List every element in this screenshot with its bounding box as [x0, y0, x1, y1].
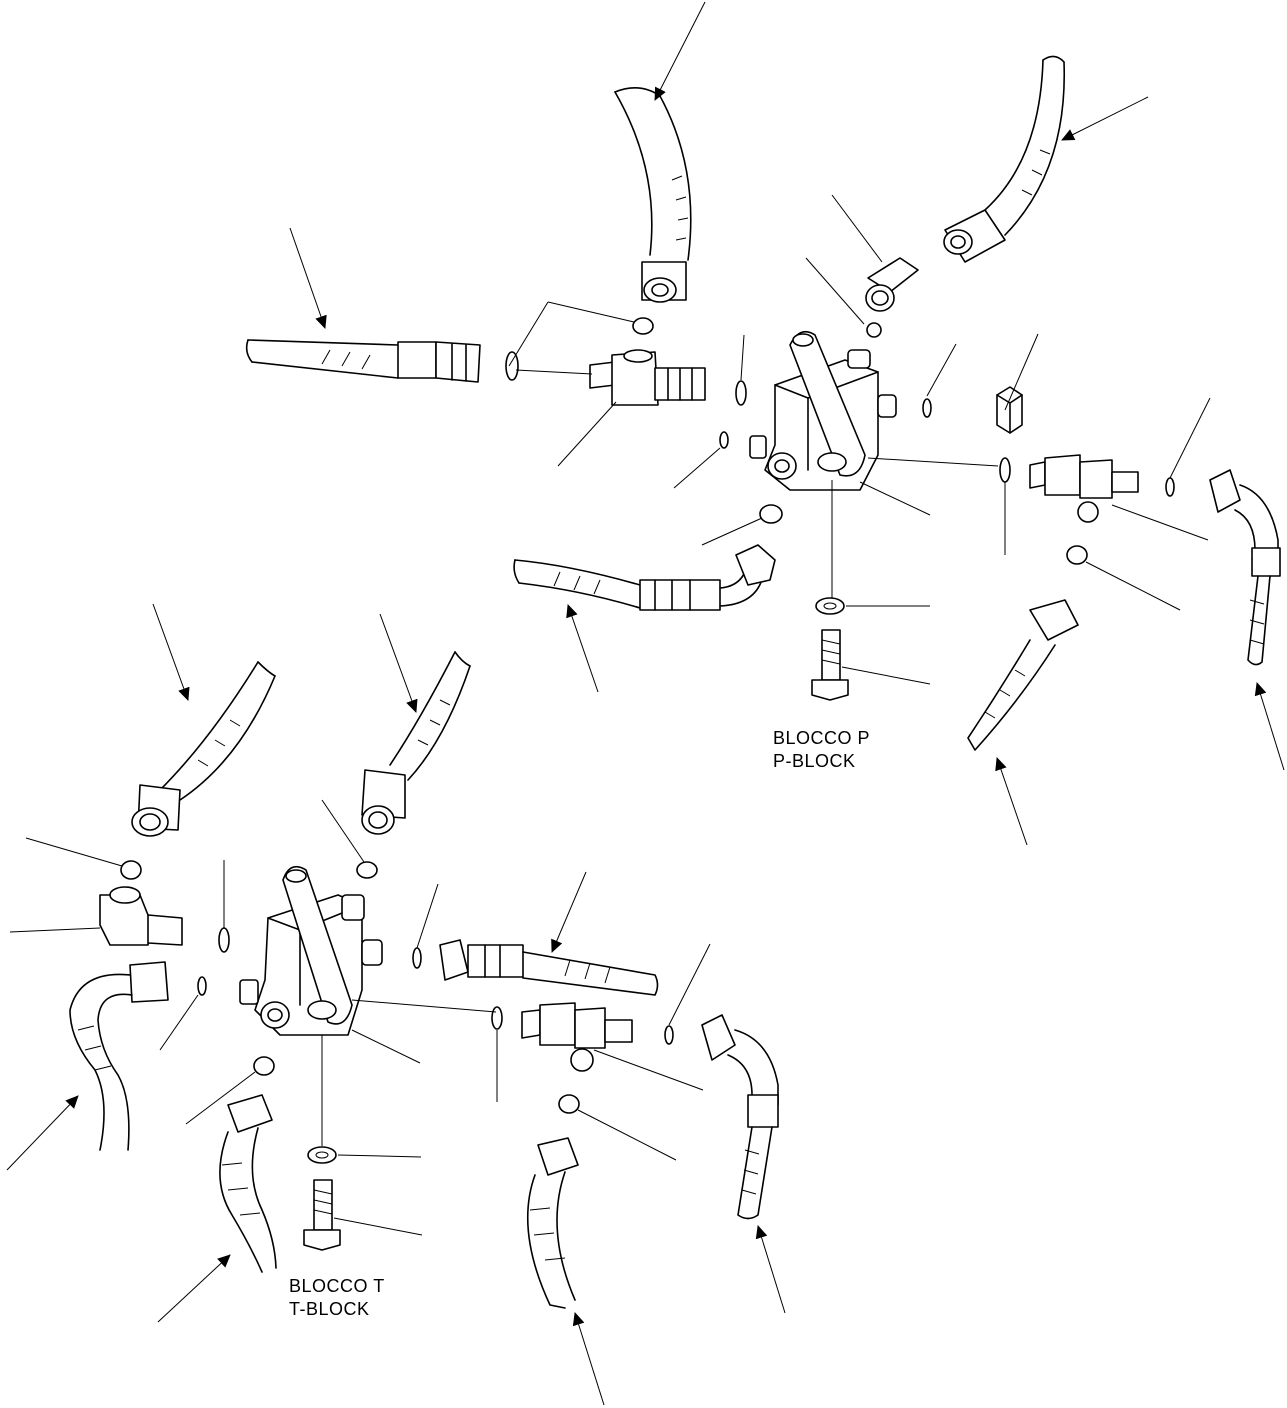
t-block-assembly: BLOCCO T T-BLOCK [6, 603, 786, 1406]
t-leader-lines [9, 799, 711, 1236]
t-oring-g [253, 1056, 275, 1076]
p-block-label-it: BLOCCO P [773, 728, 870, 748]
p-hex-nut [996, 386, 1023, 434]
p-hose-far-right [1209, 469, 1281, 666]
t-block-manifold [239, 865, 383, 1036]
t-oring-h [558, 1094, 580, 1114]
p-hose-left [245, 339, 481, 383]
p-oring-c [922, 398, 932, 418]
p-oring-g [1066, 545, 1088, 565]
t-oring-d [412, 947, 422, 969]
t-oring-f [664, 1025, 674, 1045]
t-elbow-left [99, 860, 183, 946]
p-oring-e [1165, 477, 1175, 497]
p-hose-bottom-left [513, 544, 776, 611]
t-oring-c [356, 861, 378, 879]
p-hose-bottom-right [967, 599, 1079, 751]
p-hose-top-center [614, 87, 692, 303]
p-oring-a [735, 380, 747, 406]
t-hose-top-left [131, 661, 276, 837]
t-oring-a [218, 927, 230, 953]
t-hose-bottom-left [219, 1094, 277, 1273]
t-hose-bottom-center [526, 1137, 579, 1309]
t-washer-bolt [303, 1146, 341, 1251]
p-block-manifold [749, 330, 897, 491]
t-oring-e [491, 1006, 503, 1030]
t-hose-right-straight [439, 939, 659, 996]
p-adapter-left [505, 317, 706, 406]
t-hose-right-elbow [701, 1014, 779, 1220]
t-oring-b [197, 976, 207, 996]
t-hose-left-lower [69, 961, 169, 1151]
p-oring-f [759, 504, 783, 524]
t-hose-top-center [361, 651, 471, 835]
p-washer-bolt [811, 597, 849, 701]
p-block-label-en: P-BLOCK [773, 751, 856, 771]
p-oring-b [719, 431, 729, 449]
t-block-label-it: BLOCCO T [289, 1276, 385, 1296]
t-tee-fitting [521, 1002, 633, 1072]
p-hose-top-right [943, 55, 1066, 263]
p-leader-lines [508, 194, 1211, 685]
p-elbow-fitting [865, 257, 919, 338]
p-tee-fitting [1029, 454, 1139, 523]
p-block-assembly: BLOCCO P P-BLOCK [245, 1, 1285, 846]
p-callout-arrows [289, 1, 1285, 846]
t-block-label-en: T-BLOCK [289, 1299, 370, 1319]
p-oring-d [999, 457, 1011, 483]
t-callout-arrows [6, 603, 786, 1406]
